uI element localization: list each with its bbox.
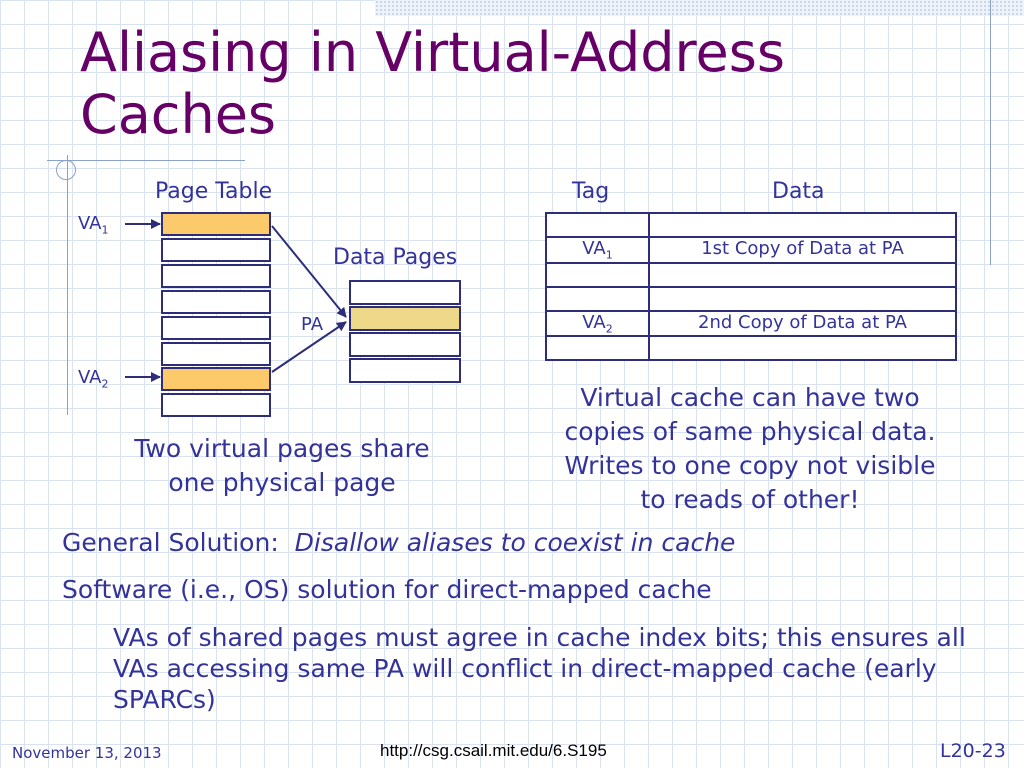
va2-to-pa-arrow [271,321,347,373]
right-caption-line: to reads of other! [640,485,860,514]
general-solution-label: General Solution: [62,528,279,557]
right-caption: Virtual cache can have two copies of sam… [520,381,980,517]
data-page [349,332,461,357]
footer-url: http://csg.csail.mit.edu/6.S195 [380,741,607,760]
page-table-entry [161,393,271,417]
page-table-entry [161,290,271,314]
decorative-circle [56,160,76,180]
tag-header: Tag [572,179,610,204]
slide-number: L20-23 [940,740,1006,762]
data-page [349,280,461,305]
page-table-entry [161,238,271,262]
footer-date: November 13, 2013 [12,744,162,762]
data-page [349,358,461,383]
left-caption: Two virtual pages share one physical pag… [100,432,464,500]
decorative-vertical-line [990,0,991,265]
cache-row [545,285,957,312]
va2-label: VA2 [78,367,109,391]
pa-label: PA [301,314,324,335]
va1-to-pa-arrow [271,225,347,318]
slide-title: Aliasing in Virtual-Address Caches [80,21,786,146]
cache-tag: VA1 [545,236,650,264]
page-table-entry [161,342,271,366]
right-caption-line: copies of same physical data. [564,417,936,446]
cache-data: 1st Copy of Data at PA [648,236,957,264]
page-table-entry-va2 [161,367,271,391]
left-caption-line: one physical page [168,468,396,497]
page-table-entry [161,264,271,288]
data-page-pa [349,306,461,331]
general-solution-value: Disallow aliases to coexist in cache [294,528,736,557]
data-pages-label: Data Pages [333,245,458,270]
decorative-top-band [375,0,1024,16]
right-caption-line: Virtual cache can have two [580,383,920,412]
software-solution-detail: VAs of shared pages must agree in cache … [113,623,966,714]
va1-label: VA1 [78,213,109,237]
right-caption-line: Writes to one copy not visible [564,451,936,480]
data-header: Data [772,179,825,204]
left-caption-line: Two virtual pages share [134,434,430,463]
cache-tag: VA2 [545,309,650,338]
cache-data: 2nd Copy of Data at PA [648,309,957,338]
general-solution: General Solution: Disallow aliases to co… [62,528,735,557]
cache-row [545,335,957,362]
decorative-horizontal-line [47,160,245,161]
page-table-label: Page Table [155,179,273,204]
software-solution: Software (i.e., OS) solution for direct-… [62,575,712,604]
page-table-entry-va1 [161,212,271,236]
cache-row [545,212,957,238]
decorative-vertical-line-left [67,155,68,415]
cache-row [545,261,957,288]
page-table-entry [161,316,271,340]
